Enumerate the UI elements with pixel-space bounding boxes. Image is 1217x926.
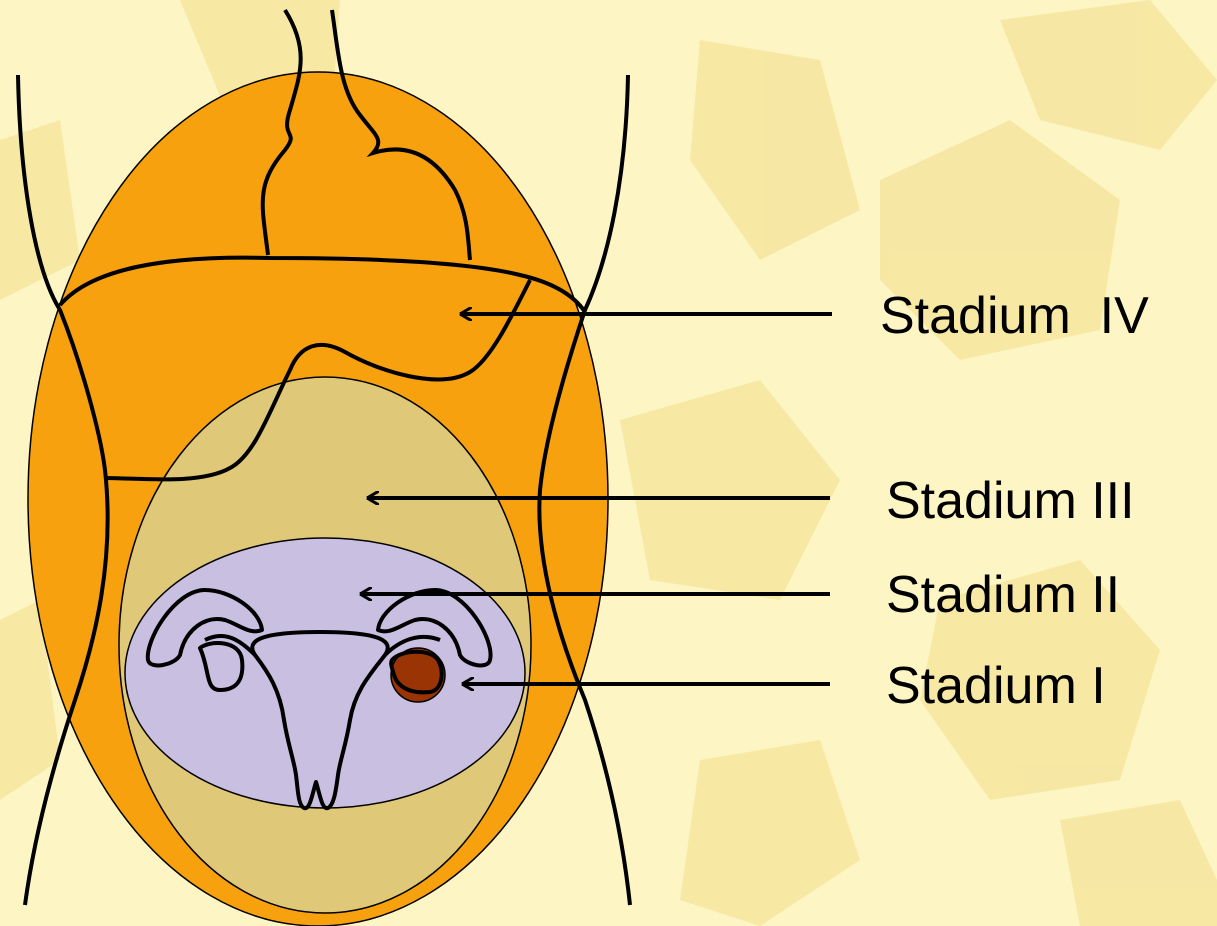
label-stage-iii: Stadium III <box>886 472 1135 530</box>
label-stage-ii: Stadium II <box>886 566 1120 624</box>
label-stage-i: Stadium I <box>886 657 1106 715</box>
label-stage-iv: Stadium IV <box>880 287 1149 345</box>
stage-ii-region <box>125 538 525 808</box>
